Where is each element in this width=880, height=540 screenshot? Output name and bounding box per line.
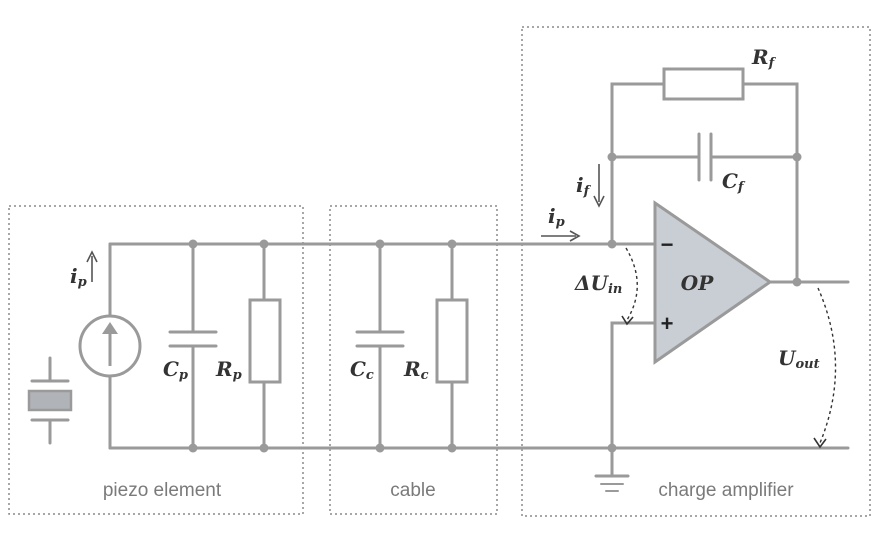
- u-out-arrow-icon: [817, 287, 837, 444]
- charge-amplifier-label: charge amplifier: [658, 480, 794, 501]
- rf-label: Rf: [751, 45, 777, 71]
- cc-label: Cc: [350, 357, 374, 383]
- capacitor-cc: [355, 330, 405, 348]
- cable-label: cable: [390, 480, 435, 501]
- piezo-element-label: piezo element: [103, 480, 222, 501]
- delta-u-in-label: ΔUin: [574, 271, 622, 297]
- wiring: [108, 82, 850, 478]
- resistor-rp: [248, 298, 282, 384]
- charge-amplifier-box: [521, 26, 871, 517]
- resistor-rc: [435, 298, 469, 384]
- junction-nodes: [188, 152, 802, 453]
- non-inverting-input-label: +: [661, 311, 674, 336]
- cf-label: Cf: [722, 169, 746, 195]
- inverting-input-label: −: [661, 232, 674, 257]
- capacitor-cf: [697, 132, 713, 182]
- piezo-crystal-icon: [27, 356, 73, 445]
- ip-input-label: ip: [548, 204, 565, 230]
- ip-source-arrow-icon: [86, 250, 98, 282]
- ip-input-arrow-icon: [541, 230, 581, 242]
- cp-label: Cp: [163, 357, 188, 383]
- op-amp-label: OP: [681, 271, 714, 295]
- resistor-rf: [662, 67, 745, 101]
- if-arrow-icon: [593, 164, 605, 208]
- capacitor-cp: [168, 330, 218, 348]
- current-source-icon: [78, 314, 142, 378]
- piezo-element-box: [8, 205, 304, 515]
- ip-source-label: ip: [70, 264, 87, 290]
- rc-label: Rc: [403, 357, 429, 383]
- op-amp-triangle: [653, 200, 773, 365]
- ground-icon: [594, 474, 630, 492]
- delta-u-in-arrow-icon: [625, 247, 638, 321]
- rp-label: Rp: [215, 357, 242, 383]
- cable-box: [329, 205, 498, 515]
- if-label: if: [576, 173, 592, 199]
- u-out-label: Uout: [778, 346, 820, 372]
